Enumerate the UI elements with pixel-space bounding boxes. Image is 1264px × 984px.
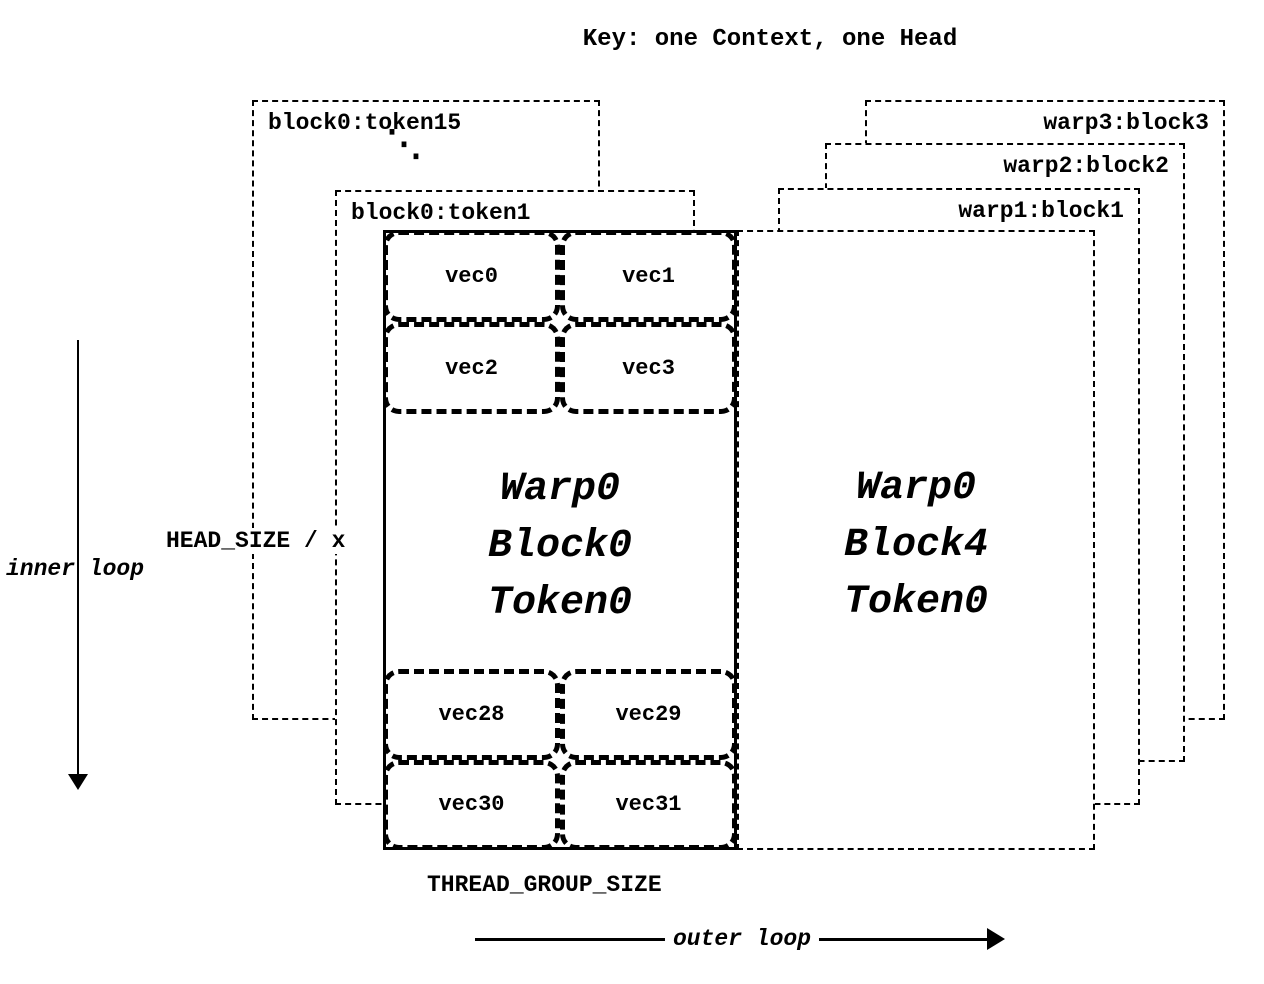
vec31-cell: vec31 xyxy=(560,759,737,850)
thread-group-size-label: THREAD_GROUP_SIZE xyxy=(427,872,662,898)
vec29-cell: vec29 xyxy=(560,669,737,760)
card-warp2-block2-label: warp2:block2 xyxy=(1003,153,1169,179)
vec1-cell: vec1 xyxy=(560,230,737,322)
outer-loop-label: outer loop xyxy=(664,926,820,952)
warp0-block4-token0-text: Warp0 Block4 Token0 xyxy=(739,460,1093,631)
ellipsis-dots-icon: ⋱ xyxy=(386,125,422,166)
key-block-warp0-block4-token0: Warp0 Block4 Token0 xyxy=(737,230,1095,850)
diagram-title: Key: one Context, one Head xyxy=(582,26,958,53)
big-text-line: Token0 xyxy=(843,580,989,625)
inner-loop-label: inner loop xyxy=(6,556,145,582)
big-text-line: Block4 xyxy=(843,523,989,568)
vec30-cell: vec30 xyxy=(383,759,560,850)
outer-loop-arrowhead-icon xyxy=(987,928,1005,950)
big-text-line: Warp0 xyxy=(855,466,977,511)
inner-loop-arrow xyxy=(68,340,88,790)
card-block0-token1-label: block0:token1 xyxy=(351,200,531,226)
bottom-vec-grid: vec28 vec29 vec30 vec31 xyxy=(383,669,737,850)
card-warp1-block1-label: warp1:block1 xyxy=(958,198,1124,224)
card-warp3-block3-label: warp3:block3 xyxy=(1043,110,1209,136)
inner-loop-arrowhead-icon xyxy=(68,774,88,790)
vec0-cell: vec0 xyxy=(383,230,560,322)
vec28-cell: vec28 xyxy=(383,669,560,760)
big-text-line: Warp0 xyxy=(499,467,621,512)
big-text-line: Block0 xyxy=(487,524,633,569)
vec3-cell: vec3 xyxy=(560,322,737,414)
top-vec-grid: vec0 vec1 vec2 vec3 xyxy=(383,230,737,414)
warp0-block0-token0-text: Warp0 Block0 Token0 xyxy=(386,461,734,632)
big-text-line: Token0 xyxy=(487,581,633,626)
key-block-warp0-block0-token0: vec0 vec1 vec2 vec3 Warp0 Block0 Token0 … xyxy=(383,230,737,850)
inner-loop-arrow-line xyxy=(77,340,79,774)
vec2-cell: vec2 xyxy=(383,322,560,414)
head-size-label: HEAD_SIZE / x xyxy=(163,528,349,554)
card-block0-token15-label: block0:token15 xyxy=(268,110,462,136)
